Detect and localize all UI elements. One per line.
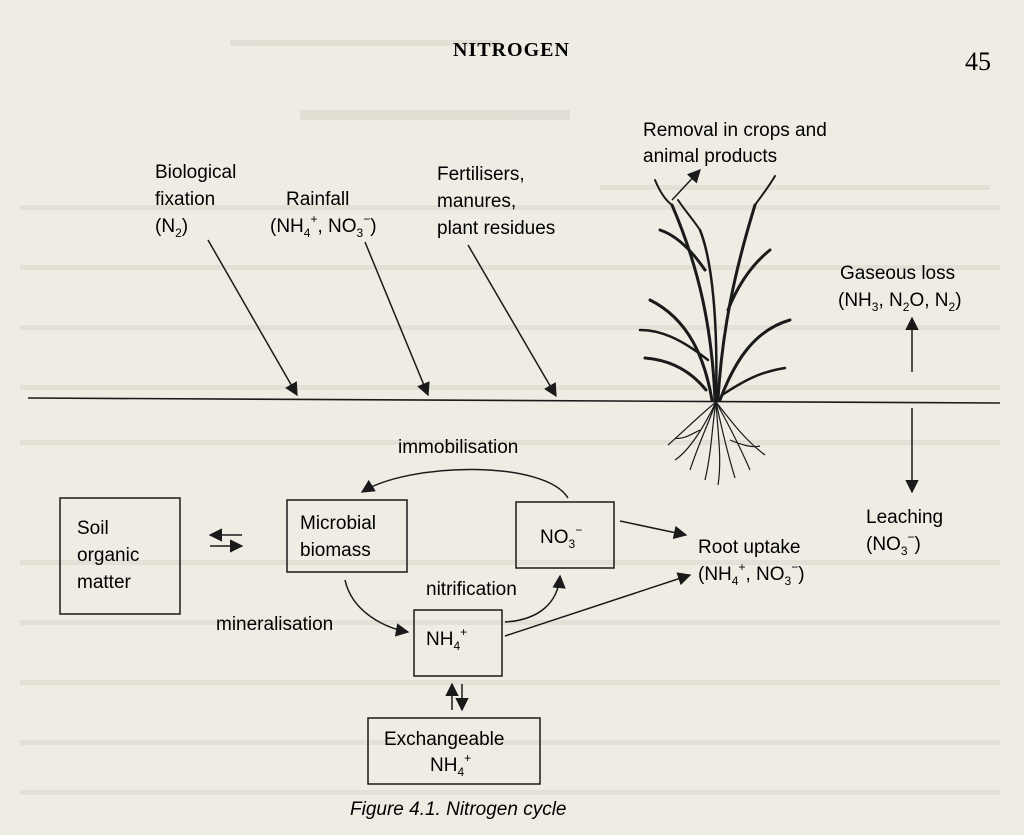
svg-text:Root uptake: Root uptake [698, 537, 800, 558]
svg-text:Fertilisers,: Fertilisers, [437, 164, 525, 185]
mineralisation-arrow [344, 579, 410, 637]
show-through-texture [20, 40, 1000, 795]
fertilisers-arrow [467, 244, 557, 398]
svg-text:Soil: Soil [77, 518, 109, 539]
svg-text:plant residues: plant residues [437, 218, 555, 239]
gaseous-loss-label: Gaseous loss (NH3, N2O, N2) [838, 263, 962, 314]
svg-text:Biological: Biological [155, 162, 236, 183]
svg-text:(NH3, N2O, N2): (NH3, N2O, N2) [838, 290, 962, 314]
rainfall-arrow [364, 241, 430, 397]
nitrification-arrow [504, 574, 566, 623]
immobilisation-label: immobilisation [398, 437, 518, 458]
nitrate-uptake-arrow [619, 520, 688, 540]
root-system [667, 401, 766, 486]
svg-text:Rainfall: Rainfall [286, 189, 349, 210]
svg-text:animal products: animal products [643, 146, 777, 167]
fertilisers-label: Fertilisers, manures, plant residues [437, 164, 555, 239]
svg-text:NH4+: NH4+ [426, 625, 467, 653]
figure-caption: Figure 4.1. Nitrogen cycle [350, 799, 567, 820]
svg-text:Leaching: Leaching [866, 507, 943, 528]
fixation-arrow [207, 239, 298, 397]
svg-text:Microbial: Microbial [300, 513, 376, 534]
microbial-biomass-box: Microbial biomass [286, 499, 408, 573]
ammonium-uptake-arrow [504, 572, 692, 637]
soil-organic-matter-box: Soil organic matter [59, 497, 181, 615]
soil-surface-line [27, 397, 1001, 404]
svg-text:fixation: fixation [155, 189, 215, 210]
svg-text:Removal in crops and: Removal in crops and [643, 120, 827, 141]
nitrate-box: NO3− [515, 501, 615, 569]
rainfall-label: Rainfall (NH4+, NO3−) [270, 189, 377, 240]
svg-text:organic: organic [77, 545, 139, 566]
plant-illustration [638, 175, 792, 402]
page-number: 45 [965, 47, 991, 76]
svg-text:Gaseous loss: Gaseous loss [840, 263, 955, 284]
ammonium-box: NH4+ [413, 609, 503, 677]
leaching-label: Leaching (NO3−) [866, 507, 943, 558]
svg-text:biomass: biomass [300, 540, 371, 561]
svg-text:(NO3−): (NO3−) [866, 530, 921, 558]
removal-arrow [671, 169, 701, 201]
nitrification-label: nitrification [426, 579, 517, 600]
svg-text:Exchangeable: Exchangeable [384, 729, 504, 750]
svg-text:matter: matter [77, 572, 132, 593]
removal-label: Removal in crops and animal products [643, 120, 827, 167]
svg-text:NH4+: NH4+ [430, 751, 471, 779]
biological-fixation-label: Biological fixation (N2) [155, 162, 236, 240]
mineralisation-label: mineralisation [216, 614, 333, 635]
running-header: NITROGEN [453, 39, 570, 61]
immobilisation-arrow [360, 468, 569, 499]
exchangeable-ammonium-box: Exchangeable NH4+ [367, 717, 541, 785]
svg-text:(NH4+, NO3−): (NH4+, NO3−) [270, 212, 377, 240]
svg-text:(N2): (N2) [155, 216, 188, 240]
svg-text:NO3−: NO3− [540, 523, 582, 551]
svg-text:manures,: manures, [437, 191, 516, 212]
